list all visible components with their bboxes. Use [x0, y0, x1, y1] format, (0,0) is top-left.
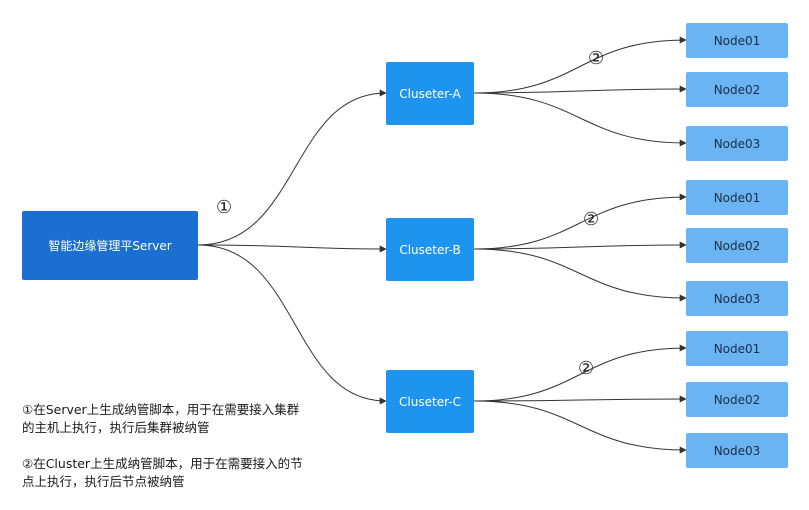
node-label: Node01 — [713, 341, 761, 356]
cluster-a-node01: Node01 — [686, 23, 788, 58]
edge-cluster-b-node03 — [473, 248, 687, 302]
edge-cluster-c-node02 — [473, 395, 687, 403]
edge-server-cluster-a — [197, 89, 387, 246]
edge-server-cluster-c — [197, 244, 387, 405]
edge-cluster-c-node03 — [473, 400, 687, 454]
node-label: Node02 — [713, 82, 761, 97]
cluster-c-node02: Node02 — [686, 382, 788, 417]
step-marker-1: ① — [216, 197, 233, 218]
step-marker-2-cluster-a: ② — [588, 48, 605, 69]
note-step-1: ①在Server上生成纳管脚本，用于在需要接入集群的主机上执行，执行后集群被纳管 — [22, 402, 300, 435]
cluster-a-node02: Node02 — [686, 72, 788, 107]
node-label: Node03 — [713, 136, 761, 151]
cluster-c-node03: Node03 — [686, 433, 788, 468]
node-label: Node03 — [713, 443, 761, 458]
cluster-a-node03: Node03 — [686, 126, 788, 161]
cluster-b-node03: Node03 — [686, 281, 788, 316]
cluster-b-box: Cluseter-B — [386, 218, 474, 281]
node-label: Node02 — [713, 238, 761, 253]
edge-server-cluster-b — [197, 244, 387, 253]
node-label: Node01 — [713, 33, 761, 48]
edge-cluster-a-node03 — [473, 92, 687, 147]
cluster-a-label: Cluseter-A — [399, 86, 461, 101]
edge-cluster-b-node01 — [473, 193, 687, 250]
step-marker-2-cluster-c: ② — [578, 358, 595, 379]
edge-cluster-c-node01 — [473, 344, 687, 402]
node-label: Node01 — [713, 190, 761, 205]
server-box: 智能边缘管理平Server — [22, 211, 198, 280]
cluster-c-box: Cluseter-C — [386, 370, 474, 433]
step-marker-2-cluster-b: ② — [583, 209, 600, 230]
note-step-2: ②在Cluster上生成纳管脚本，用于在需要接入的节点上执行，执行后节点被纳管 — [22, 456, 303, 489]
server-label: 智能边缘管理平Server — [48, 239, 172, 253]
node-label: Node03 — [713, 291, 761, 306]
cluster-b-node02: Node02 — [686, 228, 788, 263]
cluster-c-label: Cluseter-C — [399, 394, 461, 409]
edge-cluster-b-node02 — [473, 241, 687, 250]
cluster-c-node01: Node01 — [686, 331, 788, 366]
edge-cluster-a-node01 — [473, 36, 687, 94]
edge-cluster-a-node02 — [473, 85, 687, 94]
cluster-b-label: Cluseter-B — [399, 242, 461, 257]
cluster-b-node01: Node01 — [686, 180, 788, 215]
node-label: Node02 — [713, 392, 761, 407]
cluster-a-box: Cluseter-A — [386, 62, 474, 125]
